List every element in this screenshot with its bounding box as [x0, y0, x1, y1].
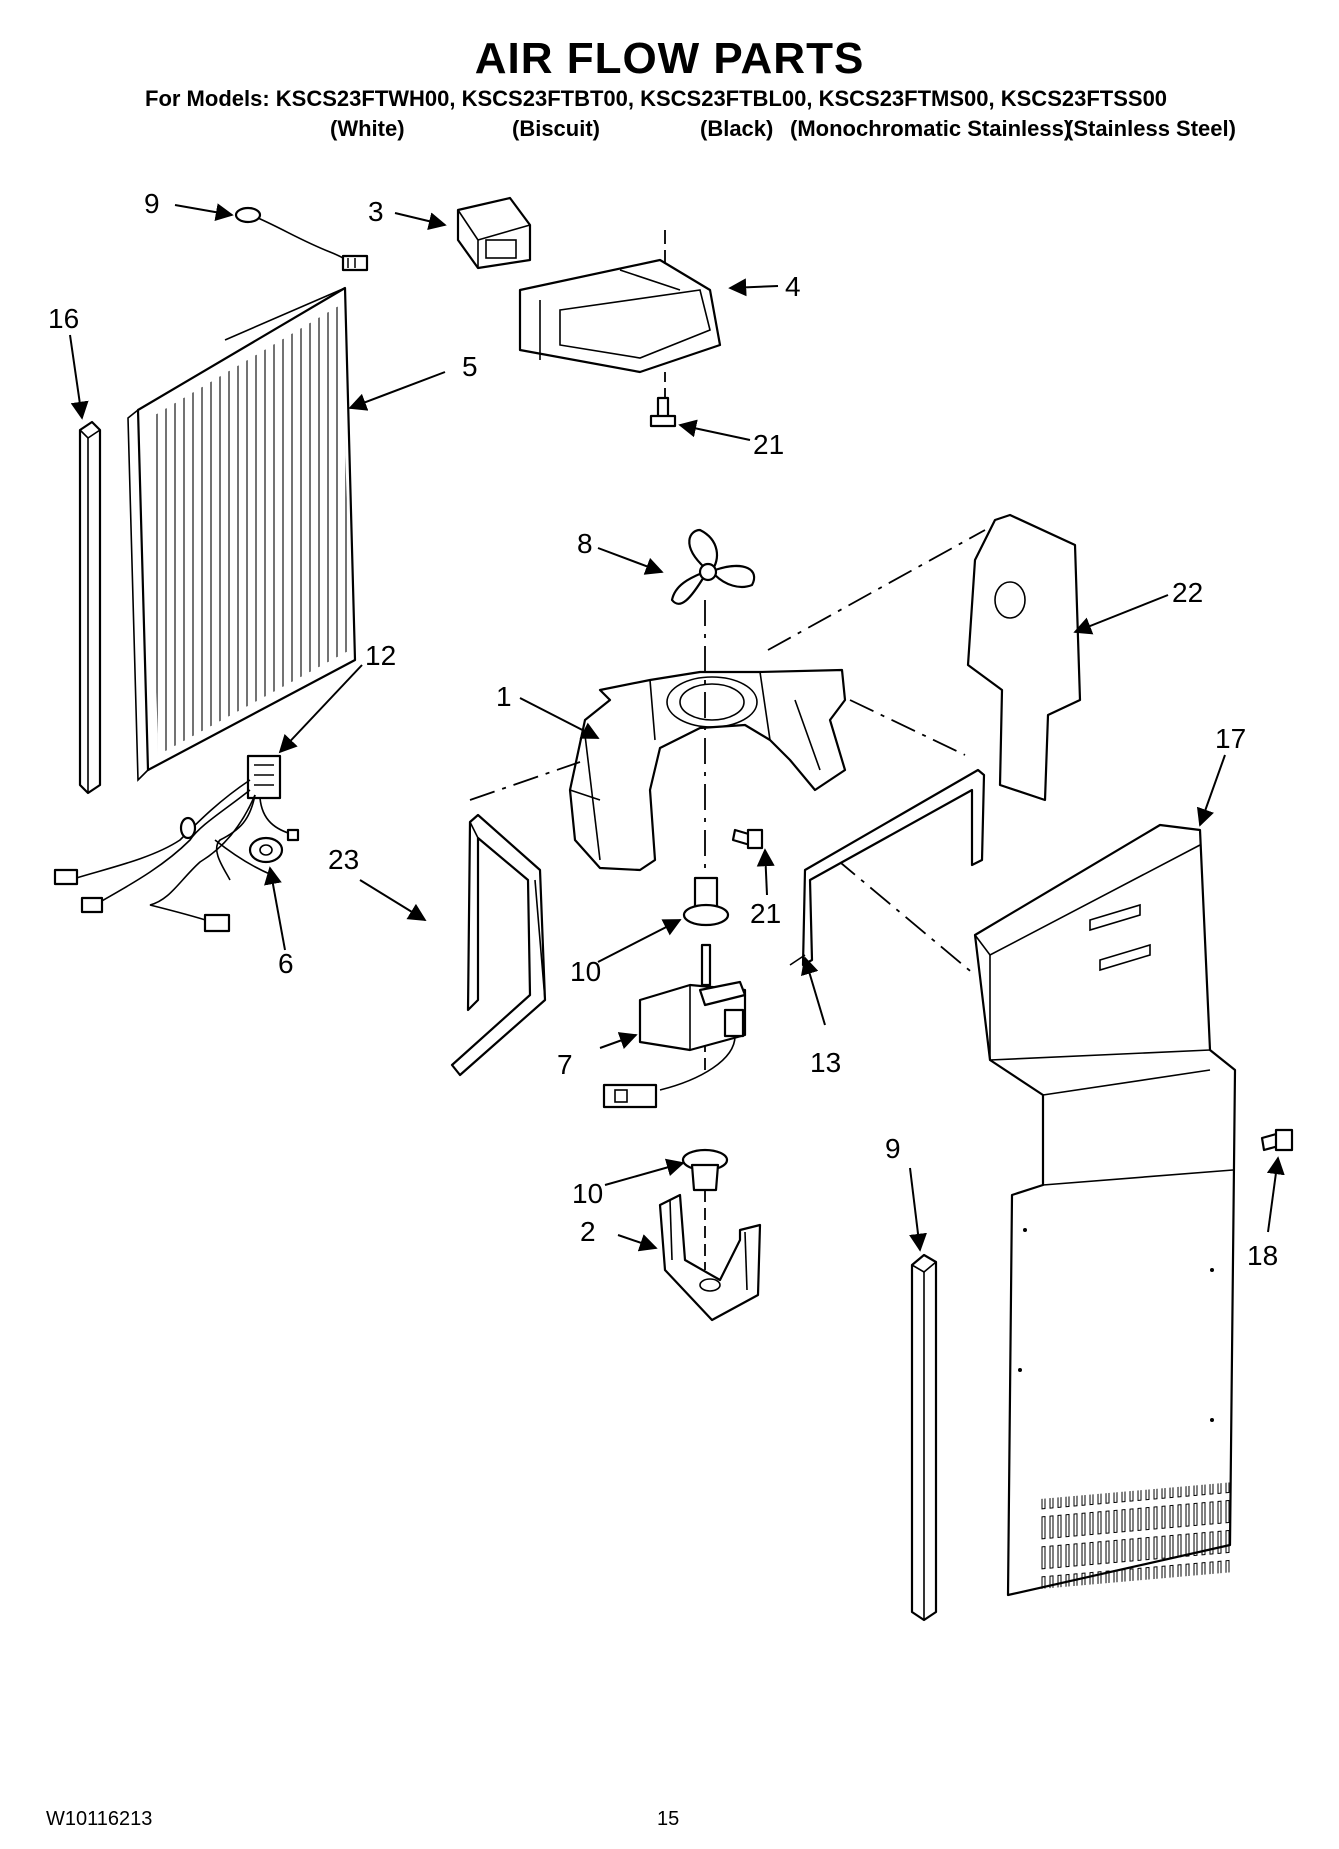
callout-3: 3 [368, 196, 384, 227]
callout-6: 6 [278, 948, 294, 979]
leader-lines [69, 203, 1285, 1252]
axis-line-23 [469, 761, 581, 801]
part-6-grommet [248, 836, 284, 864]
callout-10-lower: 10 [572, 1178, 603, 1209]
callout-21-middle: 21 [750, 898, 781, 929]
callout-9-lower: 9 [885, 1133, 901, 1164]
part-18-screw [1260, 1128, 1294, 1152]
document-number: W10116213 [46, 1808, 153, 1830]
callout-4: 4 [785, 271, 801, 302]
axis-line-17 [834, 857, 976, 976]
part-22-side-panel [966, 513, 1082, 802]
callout-labels: 9 3 4 5 21 16 12 8 1 22 17 23 6 21 10 7 … [48, 188, 1278, 1271]
part-7-fan-motor [602, 943, 747, 1109]
callout-5: 5 [462, 351, 478, 382]
part-5-evaporator-cover [127, 286, 357, 782]
variant-white: (White) [330, 116, 405, 141]
part-23-left-panel [450, 813, 547, 1077]
page-number: 15 [657, 1808, 680, 1830]
callout-21-top: 21 [753, 429, 784, 460]
part-2-motor-bracket [658, 1193, 762, 1322]
part-9-thermistor [234, 206, 369, 272]
callout-9-top: 9 [144, 188, 160, 219]
callout-8: 8 [577, 528, 593, 559]
part-17-rear-cover [973, 823, 1237, 1597]
part-3-air-damper [456, 196, 532, 270]
callout-12: 12 [365, 640, 396, 671]
callout-10-upper: 10 [570, 956, 601, 987]
callout-16: 16 [48, 303, 79, 334]
callout-22: 22 [1172, 577, 1203, 608]
axis-line-13 [849, 699, 966, 756]
axis-line-22 [767, 529, 986, 651]
part-10-bushing-upper [682, 876, 730, 927]
callout-18: 18 [1247, 1240, 1278, 1271]
callout-23: 23 [328, 844, 359, 875]
variant-monochromatic-stainless: (Monochromatic Stainless) [790, 116, 1072, 141]
part-21-screw-middle [731, 828, 764, 850]
part-10-bushing-lower [681, 1148, 729, 1192]
callout-13: 13 [810, 1047, 841, 1078]
models-line: For Models: KSCS23FTWH00, KSCS23FTBT00, … [145, 86, 1168, 111]
part-8-fan-blade [670, 528, 756, 605]
callout-17: 17 [1215, 723, 1246, 754]
variant-biscuit: (Biscuit) [512, 116, 600, 141]
callout-2: 2 [580, 1216, 596, 1247]
callout-1: 1 [496, 681, 512, 712]
page-title: AIR FLOW PARTS [474, 34, 865, 83]
part-16-foam-strip [78, 420, 102, 795]
part-21-screw-top [649, 396, 677, 428]
variant-stainless-steel: (Stainless Steel) [1066, 116, 1236, 141]
part-9-foam-strip-lower [910, 1253, 938, 1622]
part-4-air-duct [518, 230, 722, 408]
part-1-fan-housing [568, 668, 847, 872]
callout-7: 7 [557, 1049, 573, 1080]
variant-black: (Black) [700, 116, 774, 141]
part-13-baffle [789, 768, 986, 967]
